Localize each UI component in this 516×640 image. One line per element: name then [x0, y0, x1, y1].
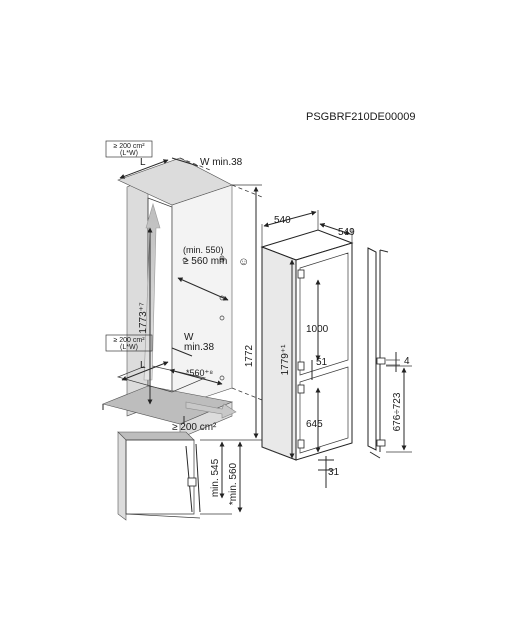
door-side-view: [367, 247, 389, 459]
vent-box-top: ≥ 200 cm² (L*W): [105, 140, 153, 158]
label-540: 540: [274, 215, 291, 226]
dim-549: [319, 223, 351, 235]
label-vent-bottom: ≥ 200 cm²: [172, 422, 217, 433]
label-L-top: L: [140, 157, 146, 168]
appliance-front: [295, 242, 353, 461]
niche-cabinet: [102, 157, 263, 439]
label-min560: *min. 560: [228, 462, 239, 505]
lower-door-inner: [299, 366, 349, 454]
dim-depth-560: [177, 277, 229, 301]
label-L-mid: L: [140, 360, 146, 371]
label-niche-width: *560⁺⁸: [186, 368, 213, 378]
plan-top-slab: [117, 431, 195, 441]
label-549: 549: [338, 227, 355, 238]
dim-W-top: [171, 157, 199, 167]
door-panel: [367, 247, 377, 451]
label-31: 31: [328, 467, 340, 478]
dim-L-top: [119, 159, 169, 179]
dim-540: [263, 210, 317, 228]
vent-mid-line2: (L*W): [120, 344, 138, 351]
smiley-icon: ☺: [238, 256, 249, 268]
label-niche-height: 1773⁺⁷: [138, 302, 149, 334]
label-min550: (min. 550): [183, 245, 224, 255]
upper-door-inner: [299, 252, 349, 376]
label-W-top: W min.38: [200, 157, 243, 168]
label-W-mid-min: min.38: [184, 342, 214, 353]
label-1000: 1000: [306, 324, 329, 335]
plan-left-wall: [117, 431, 127, 521]
vent-top-line2: (L*W): [120, 150, 138, 157]
label-min545: min. 545: [210, 458, 221, 497]
plan-inner: [125, 439, 195, 515]
vent-box-mid: ≥ 200 cm² (L*W): [105, 334, 153, 352]
model-code: PSGBRF210DE00009: [306, 111, 415, 123]
vent-mid-line1: ≥ 200 cm²: [113, 337, 145, 344]
vent-top-line1: ≥ 200 cm²: [113, 143, 145, 150]
appliance: [260, 229, 354, 461]
airflow-bottom-arrow: [185, 401, 237, 419]
label-51: 51: [316, 357, 328, 368]
label-4: 4: [404, 356, 410, 367]
label-depth560: ≥ 560 mm: [183, 256, 227, 267]
dim-L-mid: [121, 361, 169, 381]
label-W-mid-w: W: [184, 332, 194, 343]
dim-W-mid: [171, 347, 193, 357]
label-645: 645: [306, 419, 323, 430]
plan-view: [117, 431, 201, 521]
label-1772: 1772: [244, 344, 255, 367]
label-door: 676÷723: [392, 392, 403, 431]
label-1779: 1779⁺¹: [280, 344, 291, 376]
dim-niche-width: [169, 368, 223, 386]
